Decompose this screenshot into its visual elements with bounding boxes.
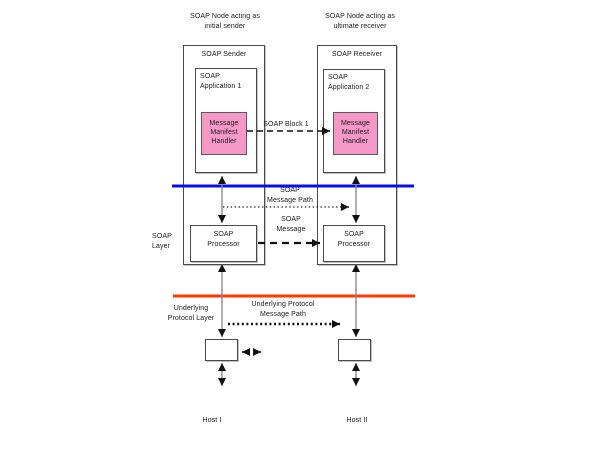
soap-sender-title: SOAP Sender [201,51,247,58]
soap-processor-1-label: SOAP Processor [207,231,240,248]
sender-node-caption: SOAP Node acting as initial sender [190,13,260,30]
receiver-node-caption: SOAP Node acting as ultimate receiver [325,13,395,30]
host-2-label: Host II [346,417,368,424]
receiver-binding-box [338,339,371,361]
soap-receiver-title: SOAP Receiver [331,51,383,58]
message-manifest-handler-1-label: Message Manifest Handler [209,120,239,145]
soap-processor-1-box [190,225,257,262]
sender-binding-box [205,339,238,361]
soap-message-path-label: SOAP Message Path [267,187,313,204]
soap-block-1-label: SOAP Block 1 [263,121,309,128]
soap-application-1-label: SOAP Application 1 [200,73,242,90]
message-manifest-handler-1-box [201,112,247,155]
soap-application-2-label: SOAP Application 2 [328,74,370,91]
host-1-label: Host I [202,417,222,424]
underlying-protocol-layer-label: Underlying Protocol Layer [167,305,215,322]
soap-processor-2-label: SOAP Processor [337,231,371,248]
message-manifest-handler-2-label: Message Manifest Handler [340,120,371,145]
message-manifest-handler-2-box [333,112,378,155]
soap-layer-label: SOAP Layer [152,233,172,250]
underlying-protocol-message-path-label: Underlying Protocol Message Path [251,301,315,318]
soap-processor-2-box [323,225,385,262]
soap-message-label: SOAP Message [276,216,306,233]
